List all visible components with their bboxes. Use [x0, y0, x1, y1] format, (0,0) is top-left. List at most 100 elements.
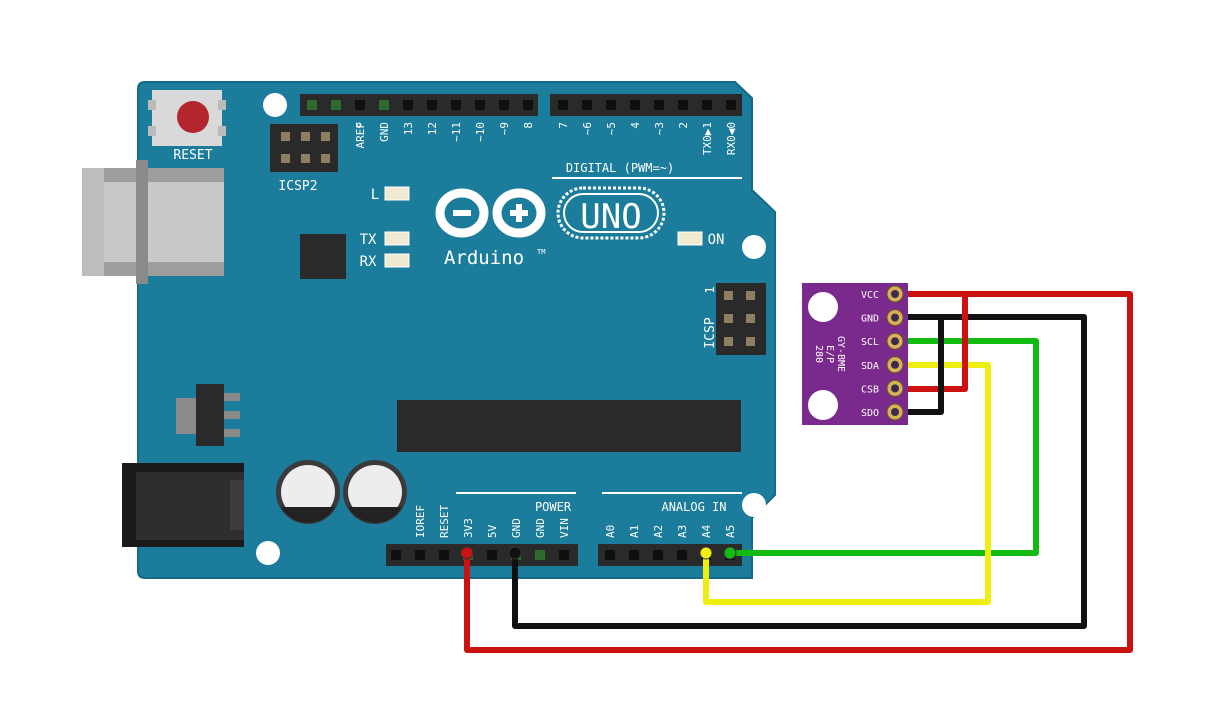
icsp-label: ICSP — [703, 317, 718, 348]
pin-label: GND — [534, 518, 547, 538]
svg-text:L: L — [371, 187, 379, 203]
wire-gnd-to-sdo — [892, 314, 944, 415]
pin-label: ~5 — [605, 122, 618, 135]
plus-icon-vertical — [516, 204, 522, 222]
wire-end-connector — [723, 546, 737, 560]
sensor-pin-label: SCL — [861, 337, 879, 348]
analog-label: ANALOG IN — [661, 500, 726, 514]
pin-13-marker: o — [356, 120, 362, 131]
pin-label: VIN — [558, 518, 571, 538]
sensor-pin-hole — [891, 360, 899, 369]
capacitor-1 — [276, 460, 340, 524]
reset-button-cap[interactable] — [177, 101, 209, 133]
pin-label: 12 — [426, 122, 439, 135]
header-pin-hole — [702, 100, 712, 110]
header-pin-hole — [582, 100, 592, 110]
icsp2-label: ICSP2 — [278, 179, 317, 194]
pin-label: ~6 — [581, 122, 594, 135]
pin-label: 13 — [402, 122, 415, 135]
header-pin-hole — [559, 550, 569, 560]
reset-button[interactable] — [148, 90, 226, 146]
pin-label: A3 — [676, 525, 689, 538]
pin-label: A2 — [652, 525, 665, 538]
header-pin-hole — [629, 550, 639, 560]
wire-3v3-to-vcc — [464, 291, 1133, 653]
header-pin-hole — [415, 550, 425, 560]
capacitor-2 — [343, 460, 407, 524]
sensor-label-line1: GY-BME — [835, 336, 846, 372]
pin-label: 2 — [677, 122, 690, 129]
header-pin-hole — [535, 550, 545, 560]
sensor-pin-hole — [891, 408, 899, 416]
header-pin-hole — [391, 550, 401, 560]
board-outline — [137, 81, 776, 579]
header-pin-hole — [427, 100, 437, 110]
sensor-pin-label: GND — [861, 314, 879, 325]
pin-label: ~10 — [474, 122, 487, 142]
sensor-pin-label: CSB — [861, 384, 879, 395]
wires — [464, 291, 1133, 653]
pin-label: RESET — [438, 505, 451, 538]
led-rx: RX — [360, 253, 410, 270]
pin-label: A1 — [628, 525, 641, 538]
header-pin-hole — [487, 550, 497, 560]
pin-label: 8 — [522, 122, 535, 129]
pin-label: 4 — [629, 122, 642, 129]
header-pin-hole — [475, 100, 485, 110]
pin-label: RX0◀0 — [725, 122, 738, 155]
usb-connector — [82, 160, 224, 284]
header-pin-hole — [558, 100, 568, 110]
header-pin-hole — [355, 100, 365, 110]
uno-badge — [556, 186, 666, 240]
arduino-logo: UNO Arduino TM — [435, 186, 666, 269]
pin-label: A4 — [700, 524, 713, 538]
wire-end-connector — [508, 546, 522, 560]
pin-label: ~11 — [450, 122, 463, 142]
header-pin-hole — [726, 100, 736, 110]
pin-label: 3V3 — [462, 518, 475, 538]
power-label: POWER — [535, 500, 572, 514]
icsp-pin1-label: 1 — [703, 286, 717, 293]
sensor-pin-label: SDA — [861, 361, 879, 372]
header-pin-hole — [630, 100, 640, 110]
mounting-hole — [256, 541, 280, 565]
wire-end-connector — [699, 546, 713, 560]
led-on: ON — [677, 231, 725, 248]
header-pin-hole — [403, 100, 413, 110]
infinity-logo-icon — [435, 188, 546, 238]
pin-label: A0 — [604, 525, 617, 538]
pin-label: ~3 — [653, 122, 666, 135]
icsp-header — [716, 283, 766, 355]
header-pin-hole — [654, 100, 664, 110]
wire-a4-to-sda — [703, 362, 991, 605]
mounting-hole — [263, 93, 287, 117]
pin-label: A5 — [724, 525, 737, 538]
svg-text:ON: ON — [708, 232, 725, 248]
wire-gnd-to-gnd — [512, 314, 1087, 629]
sensor-label-line2: E/P — [824, 345, 835, 363]
header-pin-hole — [307, 100, 317, 110]
svg-text:RX: RX — [360, 254, 377, 270]
sensor-pin-hole — [891, 313, 899, 322]
header-pin-hole — [605, 550, 615, 560]
led-l: L — [371, 186, 410, 203]
header-pin-hole — [653, 550, 663, 560]
digital-header-right — [550, 94, 742, 116]
mounting-hole — [742, 493, 766, 517]
digital-header-left — [300, 94, 538, 116]
header-pin-hole — [499, 100, 509, 110]
header-pin-hole — [439, 550, 449, 560]
sensor-pin-hole — [891, 337, 899, 346]
header-pin-hole — [331, 100, 341, 110]
sensor-pin-label: SDO — [861, 408, 879, 419]
trademark-mark: TM — [537, 248, 545, 256]
reset-label: RESET — [173, 148, 212, 163]
header-pin-hole — [379, 100, 389, 110]
sensor-mounting-hole — [808, 390, 838, 420]
header-pin-hole — [451, 100, 461, 110]
pin-label: ~9 — [498, 122, 511, 135]
minus-icon — [453, 210, 471, 216]
arduino-wordmark: Arduino — [444, 247, 524, 269]
